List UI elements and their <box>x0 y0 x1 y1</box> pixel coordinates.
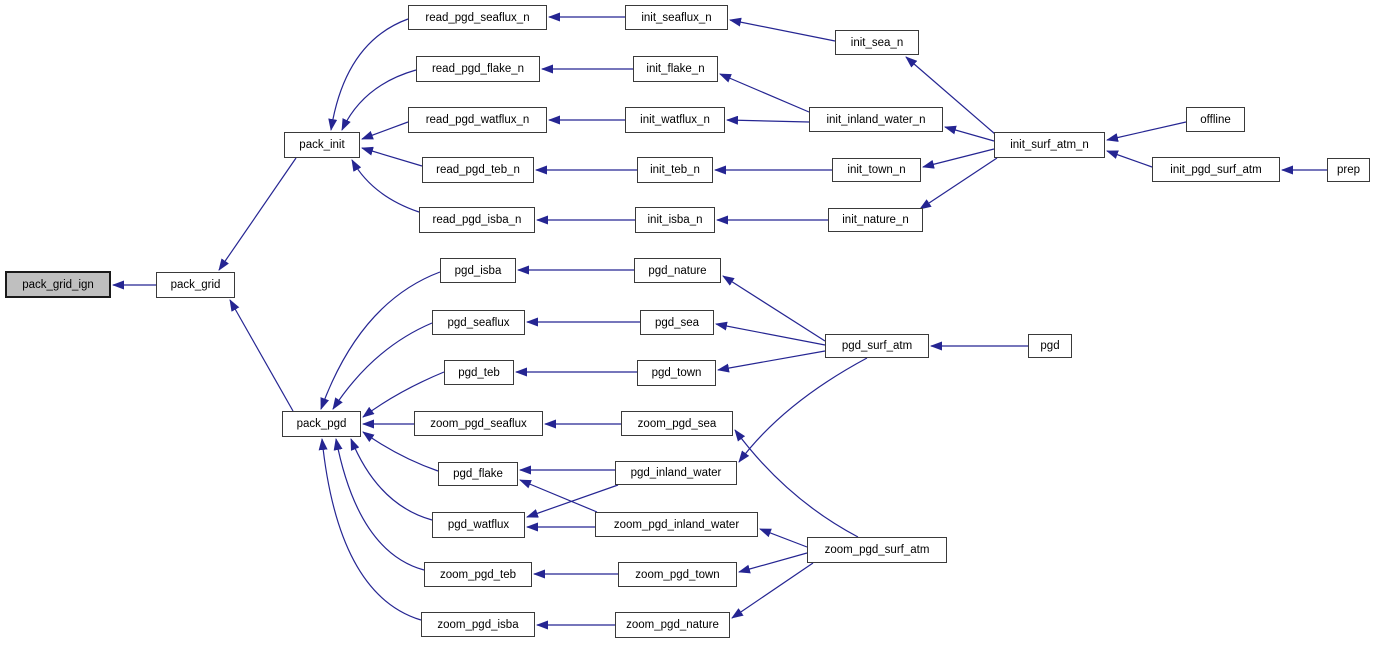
node-pgd_isba[interactable]: pgd_isba <box>440 258 516 283</box>
edge-zoom_pgd_surf_atm-to-zoom_pgd_town <box>738 552 808 574</box>
edge-init_pgd_surf_atm-to-init_surf_atm_n <box>1106 150 1153 168</box>
node-pgd_teb[interactable]: pgd_teb <box>444 360 514 385</box>
node-read_pgd_seaflux_n[interactable]: read_pgd_seaflux_n <box>408 5 547 30</box>
node-init_town_n[interactable]: init_town_n <box>832 158 921 182</box>
node-pgd_sea[interactable]: pgd_sea <box>640 310 714 335</box>
edge-pgd_watflux-to-pack_pgd <box>350 438 433 521</box>
node-init_flake_n[interactable]: init_flake_n <box>633 56 718 82</box>
edge-pgd_isba-to-pack_pgd <box>320 271 441 410</box>
node-pgd_inland_water[interactable]: pgd_inland_water <box>615 461 737 485</box>
edge-zoom_pgd_inland_water-to-pgd_flake <box>519 479 598 513</box>
edge-read_pgd_seaflux_n-to-pack_init <box>328 18 409 131</box>
node-init_nature_n[interactable]: init_nature_n <box>828 208 923 232</box>
node-init_watflux_n[interactable]: init_watflux_n <box>625 107 725 133</box>
edge-init_surf_atm_n-to-init_inland_water_n <box>944 125 995 142</box>
edge-pgd_flake-to-pack_pgd <box>362 431 439 472</box>
node-init_isba_n[interactable]: init_isba_n <box>635 207 715 233</box>
node-pack_grid_ign: pack_grid_ign <box>5 271 111 298</box>
edge-init_surf_atm_n-to-init_nature_n <box>919 157 998 210</box>
edge-read_pgd_teb_n-to-pack_init <box>361 146 423 167</box>
node-init_surf_atm_n[interactable]: init_surf_atm_n <box>994 132 1105 158</box>
edge-read_pgd_watflux_n-to-pack_init <box>361 121 409 140</box>
node-zoom_pgd_inland_water[interactable]: zoom_pgd_inland_water <box>595 512 758 537</box>
node-read_pgd_watflux_n[interactable]: read_pgd_watflux_n <box>408 107 547 133</box>
edge-pack_pgd-to-pack_grid <box>229 299 294 412</box>
node-init_sea_n[interactable]: init_sea_n <box>835 30 919 55</box>
node-zoom_pgd_town[interactable]: zoom_pgd_town <box>618 562 737 587</box>
edge-zoom_pgd_surf_atm-to-zoom_pgd_nature <box>731 562 814 619</box>
edge-pgd_inland_water-to-pgd_watflux <box>526 484 619 518</box>
node-read_pgd_flake_n[interactable]: read_pgd_flake_n <box>416 56 540 82</box>
edge-read_pgd_isba_n-to-pack_init <box>351 159 420 213</box>
edge-zoom_pgd_teb-to-pack_pgd <box>333 438 425 571</box>
node-pgd[interactable]: pgd <box>1028 334 1072 358</box>
node-zoom_pgd_teb[interactable]: zoom_pgd_teb <box>424 562 532 587</box>
node-zoom_pgd_surf_atm[interactable]: zoom_pgd_surf_atm <box>807 537 947 563</box>
edge-init_sea_n-to-init_seaflux_n <box>729 17 836 42</box>
node-read_pgd_isba_n[interactable]: read_pgd_isba_n <box>419 207 535 233</box>
node-prep[interactable]: prep <box>1327 158 1370 182</box>
edge-pgd_surf_atm-to-pgd_sea <box>715 321 826 346</box>
node-init_pgd_surf_atm[interactable]: init_pgd_surf_atm <box>1152 157 1280 182</box>
node-read_pgd_teb_n[interactable]: read_pgd_teb_n <box>422 157 534 183</box>
node-pgd_nature[interactable]: pgd_nature <box>634 258 721 283</box>
node-pgd_watflux[interactable]: pgd_watflux <box>432 512 525 538</box>
node-pack_init[interactable]: pack_init <box>284 132 360 158</box>
edge-zoom_pgd_surf_atm-to-zoom_pgd_inland_water <box>759 528 808 548</box>
edge-init_surf_atm_n-to-init_sea_n <box>905 56 996 135</box>
edge-offline-to-init_surf_atm_n <box>1106 121 1187 142</box>
edge-zoom_pgd_isba-to-pack_pgd <box>318 438 422 621</box>
node-pgd_town[interactable]: pgd_town <box>637 360 716 386</box>
node-zoom_pgd_nature[interactable]: zoom_pgd_nature <box>615 612 730 638</box>
edge-pgd_surf_atm-to-pgd_town <box>717 350 826 373</box>
node-init_teb_n[interactable]: init_teb_n <box>637 157 713 183</box>
node-zoom_pgd_isba[interactable]: zoom_pgd_isba <box>421 612 535 637</box>
edge-pgd_surf_atm-to-pgd_inland_water <box>738 357 868 463</box>
node-zoom_pgd_sea[interactable]: zoom_pgd_sea <box>621 411 733 436</box>
node-offline[interactable]: offline <box>1186 107 1245 132</box>
edge-pgd_surf_atm-to-pgd_nature <box>722 275 826 342</box>
node-init_inland_water_n[interactable]: init_inland_water_n <box>809 107 943 132</box>
node-pgd_seaflux[interactable]: pgd_seaflux <box>432 310 525 335</box>
edge-read_pgd_flake_n-to-pack_init <box>341 69 417 131</box>
node-pack_pgd[interactable]: pack_pgd <box>282 411 361 437</box>
edge-init_inland_water_n-to-init_flake_n <box>719 73 810 113</box>
edge-zoom_pgd_surf_atm-to-zoom_pgd_sea <box>734 429 859 538</box>
edge-pack_init-to-pack_grid <box>218 157 297 271</box>
node-pgd_surf_atm[interactable]: pgd_surf_atm <box>825 334 929 358</box>
edge-pgd_seaflux-to-pack_pgd <box>332 322 433 410</box>
node-init_seaflux_n[interactable]: init_seaflux_n <box>625 5 728 30</box>
edge-pgd_teb-to-pack_pgd <box>362 371 445 418</box>
node-pgd_flake[interactable]: pgd_flake <box>438 462 518 486</box>
node-pack_grid[interactable]: pack_grid <box>156 272 235 298</box>
node-zoom_pgd_seaflux[interactable]: zoom_pgd_seaflux <box>414 411 543 436</box>
edge-init_surf_atm_n-to-init_town_n <box>922 148 995 169</box>
edge-init_inland_water_n-to-init_watflux_n <box>726 115 810 125</box>
